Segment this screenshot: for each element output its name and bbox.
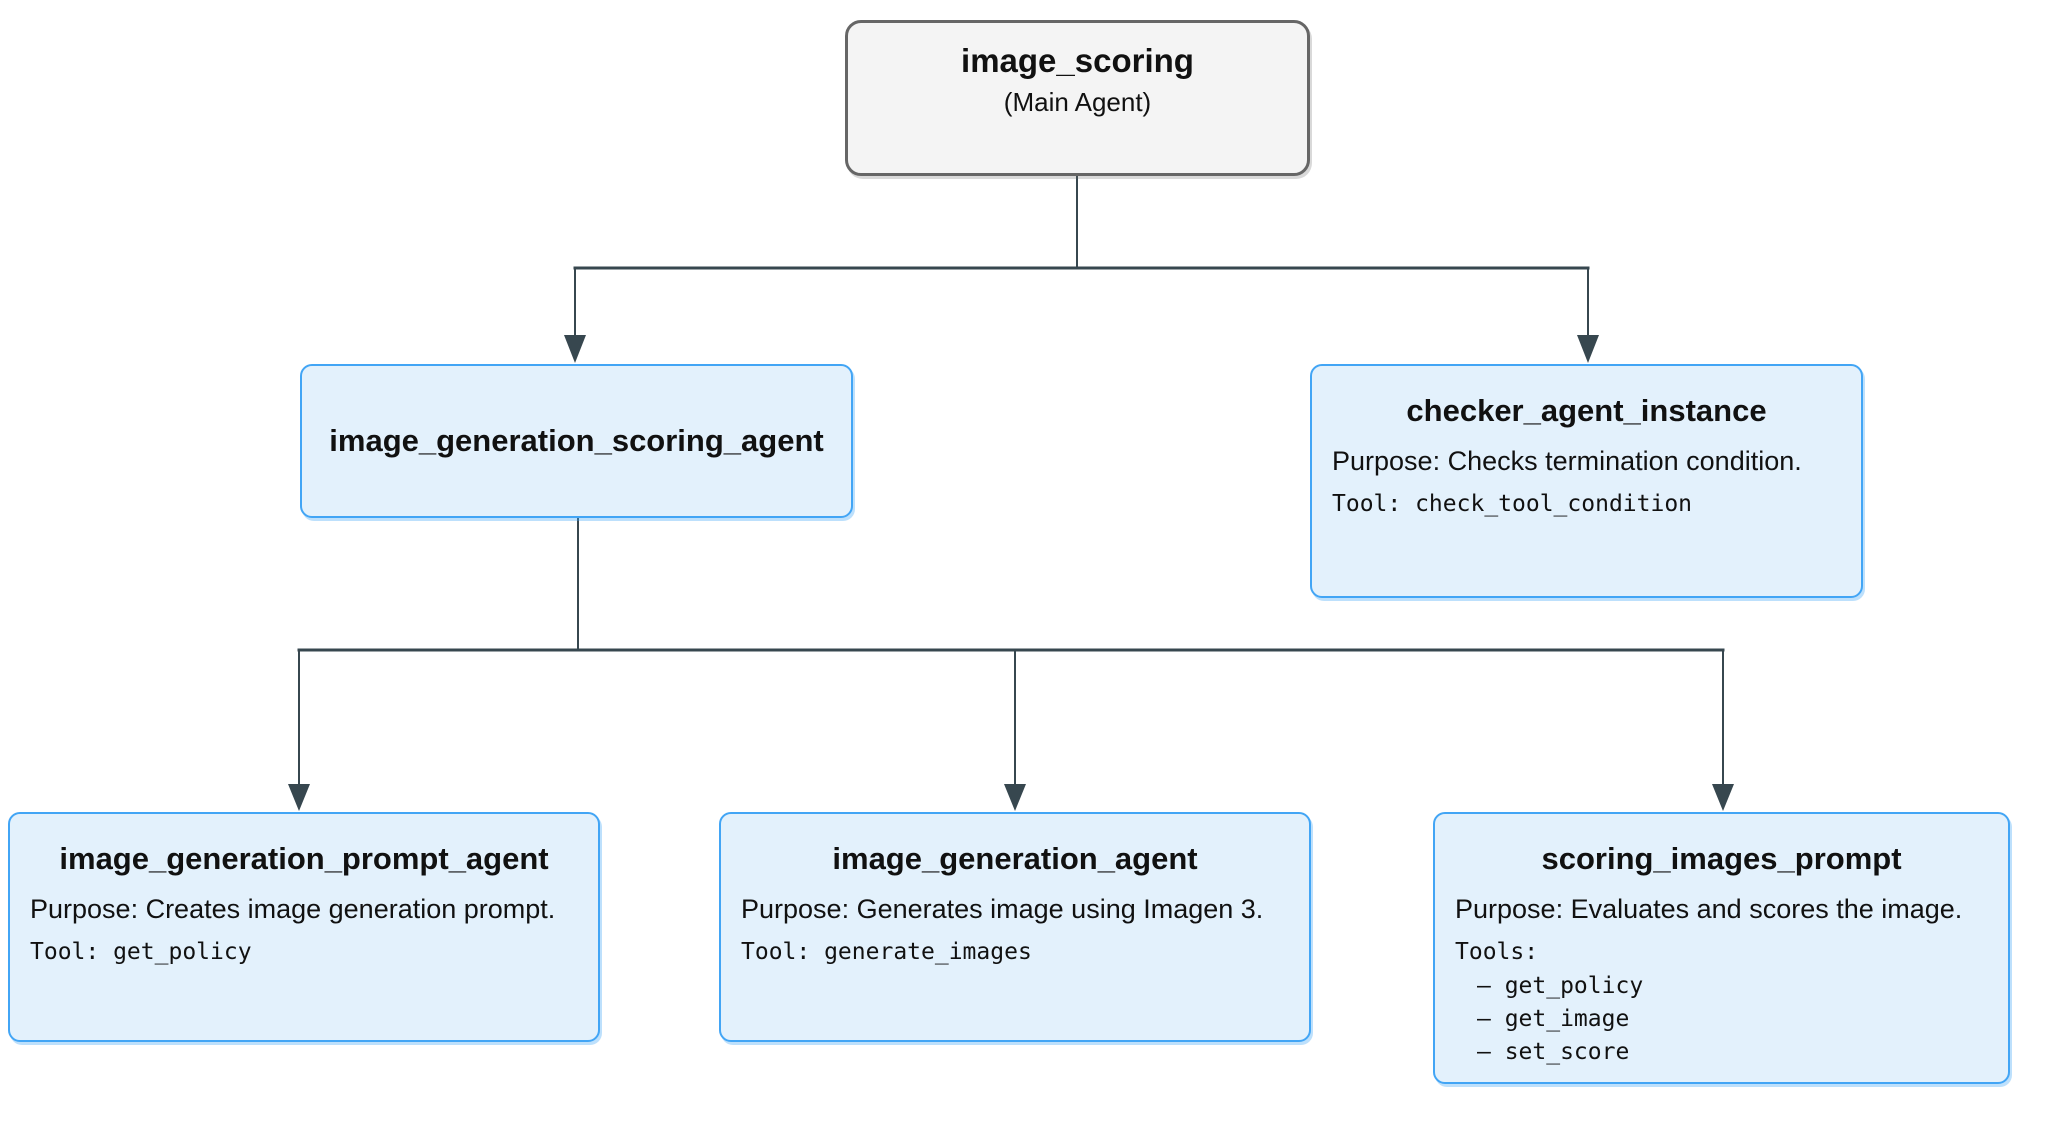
node-image-generation-prompt-agent: image_generation_prompt_agent Purpose: C… xyxy=(8,812,600,1042)
node-title: image_generation_prompt_agent xyxy=(59,841,549,876)
node-subtitle: (Main Agent) xyxy=(1003,87,1152,117)
node-tool-list: – get_policy – get_image – set_score xyxy=(1455,970,1988,1069)
node-purpose: Purpose: Checks termination condition. xyxy=(1332,446,1802,476)
node-purpose: Purpose: Creates image generation prompt… xyxy=(30,894,556,924)
node-image-generation-scoring-agent: image_generation_scoring_agent xyxy=(300,364,853,518)
node-title: image_generation_agent xyxy=(832,841,1198,876)
node-tool: Tool: check_tool_condition xyxy=(1332,491,1693,517)
node-tool: Tool: generate_images xyxy=(741,939,1032,965)
node-tool: Tool: get_policy xyxy=(30,939,252,965)
node-purpose: Purpose: Evaluates and scores the image. xyxy=(1455,894,1963,924)
node-title: image_scoring xyxy=(961,42,1194,79)
tool-list-item: – set_score xyxy=(1477,1039,1630,1065)
node-checker-agent-instance: checker_agent_instance Purpose: Checks t… xyxy=(1310,364,1863,598)
node-image-generation-agent: image_generation_agent Purpose: Generate… xyxy=(719,812,1311,1042)
node-title: image_generation_scoring_agent xyxy=(329,423,824,458)
node-purpose: Purpose: Generates image using Imagen 3. xyxy=(741,894,1264,924)
node-title: scoring_images_prompt xyxy=(1541,841,1902,876)
node-image-scoring: image_scoring (Main Agent) xyxy=(845,20,1310,176)
node-scoring-images-prompt: scoring_images_prompt Purpose: Evaluates… xyxy=(1433,812,2010,1084)
node-tools-label: Tools: xyxy=(1455,939,1539,965)
tool-list-item: – get_policy xyxy=(1477,973,1644,999)
tool-list-item: – get_image xyxy=(1477,1006,1630,1032)
arrowhead-icon xyxy=(288,335,1734,811)
node-title: checker_agent_instance xyxy=(1406,393,1767,428)
